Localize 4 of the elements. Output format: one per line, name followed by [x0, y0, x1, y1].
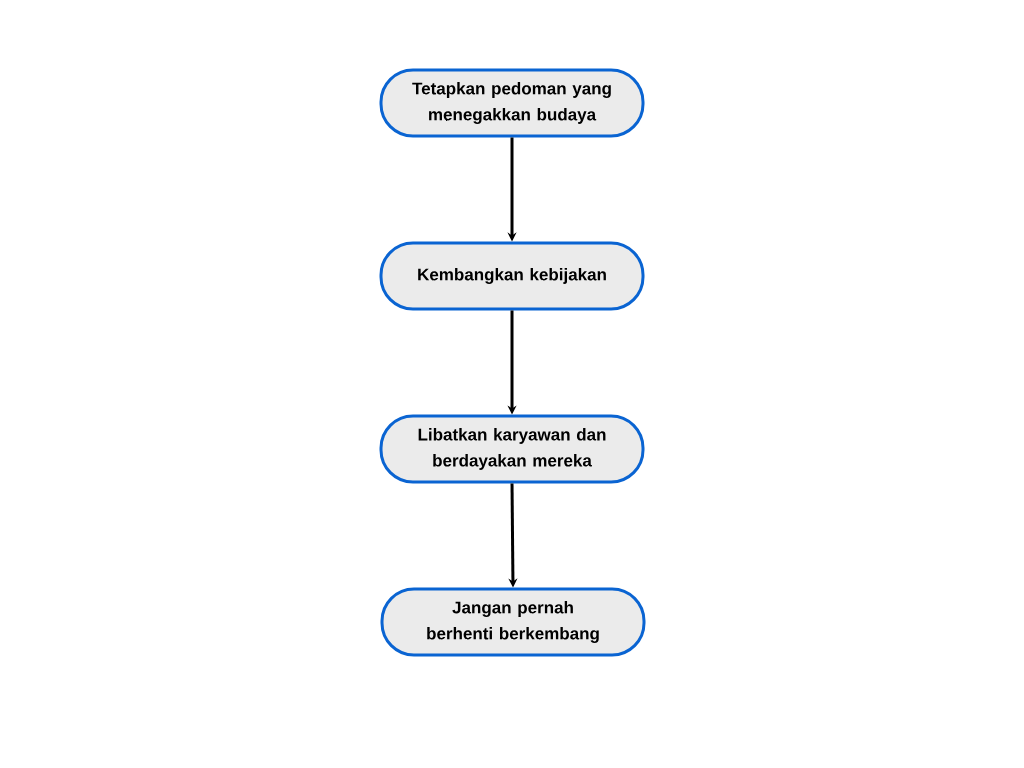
process-box: Libatkan karyawan dan berdayakan mereka	[379, 414, 645, 484]
process-box: Kembangkan kebijakan	[379, 241, 645, 311]
process-box: Jangan pernah berhenti berkembang	[380, 587, 646, 657]
process-box: Tetapkan pedoman yang menegakkan budaya	[379, 68, 645, 138]
